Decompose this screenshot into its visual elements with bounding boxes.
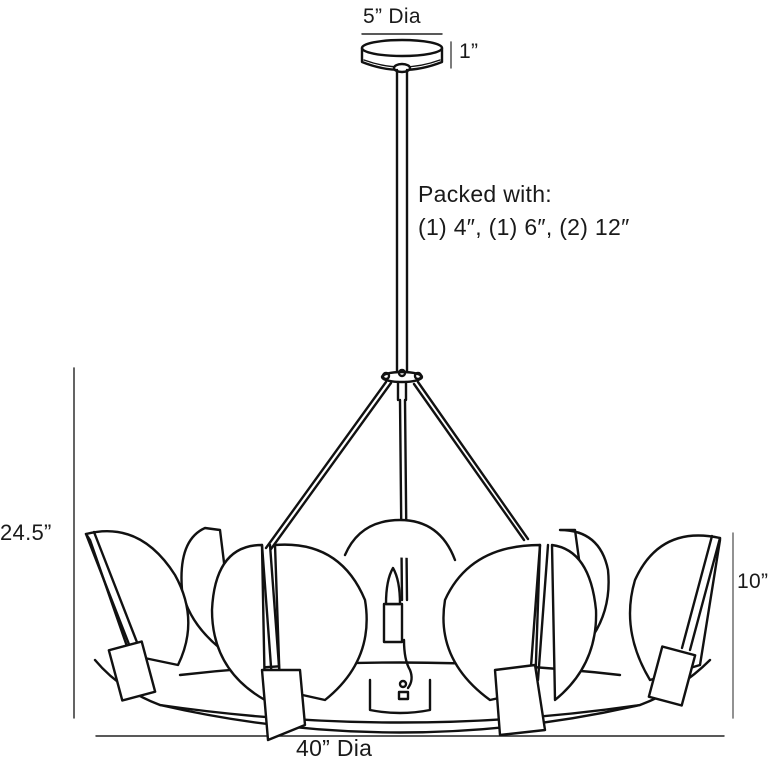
shade-right-front: [442, 543, 598, 737]
canopy: [360, 38, 444, 74]
hub: [380, 368, 424, 402]
shade-left-front: [210, 543, 368, 742]
downrod: [395, 68, 409, 374]
rods-list: (1) 4″, (1) 6″, (2) 12″: [418, 214, 630, 240]
overall-height-label: 24.5”: [0, 520, 52, 545]
support-arms: [264, 380, 530, 602]
bottom-hook: [397, 638, 413, 701]
canopy-diameter-label: 5” Dia: [363, 5, 421, 28]
shade-right-outer: [628, 534, 722, 707]
candle: [382, 566, 404, 644]
rods-title: Packed with:: [418, 181, 552, 207]
body-height-label: 10”: [737, 570, 769, 593]
canopy-height-label: 1”: [459, 40, 479, 63]
rods-note: Packed with: (1) 4″, (1) 6″, (2) 12″: [418, 178, 630, 244]
overall-diameter-label: 40” Dia: [296, 735, 373, 761]
shade-left-outer: [84, 529, 190, 702]
